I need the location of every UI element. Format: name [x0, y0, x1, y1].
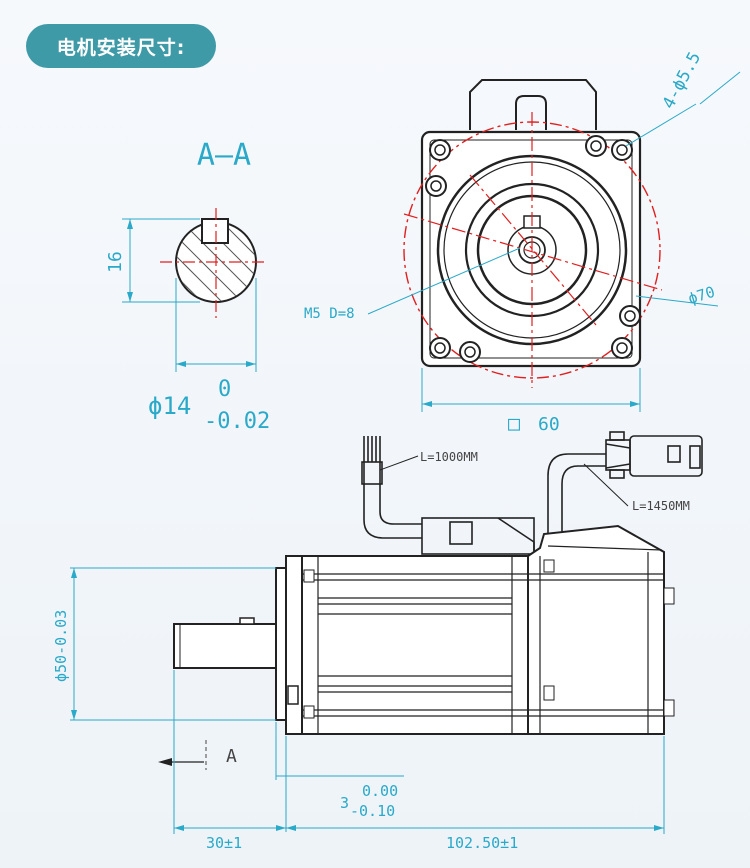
power-cable: [361, 436, 535, 555]
pilot-depth-lower: -0.10: [350, 802, 395, 820]
thread-dim: M5 D=8: [304, 306, 355, 322]
pilot-depth-upper: 0.00: [362, 782, 398, 800]
encoder-cable-length: L=1450MM: [632, 499, 690, 513]
flange-square-symbol: □: [508, 411, 520, 435]
bolt-circle-dim: ϕ70: [686, 283, 717, 308]
pilot-dia-dim: ϕ50-0.03: [52, 610, 70, 682]
flange-square-dim: 60: [538, 414, 560, 435]
holes-dim: 4-ϕ5.5: [659, 49, 705, 113]
motor-body: [301, 555, 529, 735]
body-length-dim: 102.50±1: [446, 834, 518, 852]
shaft-length-dim: 30±1: [206, 834, 242, 852]
section-marker: A: [226, 746, 237, 767]
flange-side: [285, 555, 303, 735]
section-aa-view: A—A 16 ϕ14 0 -0.02: [105, 138, 270, 434]
side-view: L=1000MM L=1450MM: [52, 431, 703, 852]
pilot-depth-base: 3: [340, 794, 349, 812]
header-title: 电机安装尺寸:: [26, 24, 216, 68]
shaft: [173, 623, 277, 669]
section-label: A—A: [197, 138, 251, 173]
keyway-slot: [201, 218, 229, 244]
rear-cap: [527, 524, 665, 735]
front-view: 4-ϕ5.5 ϕ70 M5 D=8 □ 60: [304, 49, 741, 435]
keyway-height-dim: 16: [105, 251, 126, 273]
shaft-dia-dim: ϕ14: [148, 392, 191, 420]
shaft-tol-lower: -0.02: [204, 409, 270, 434]
power-cable-length: L=1000MM: [420, 450, 478, 464]
shaft-tol-upper: 0: [218, 377, 231, 402]
encoder-cable: [547, 431, 703, 548]
